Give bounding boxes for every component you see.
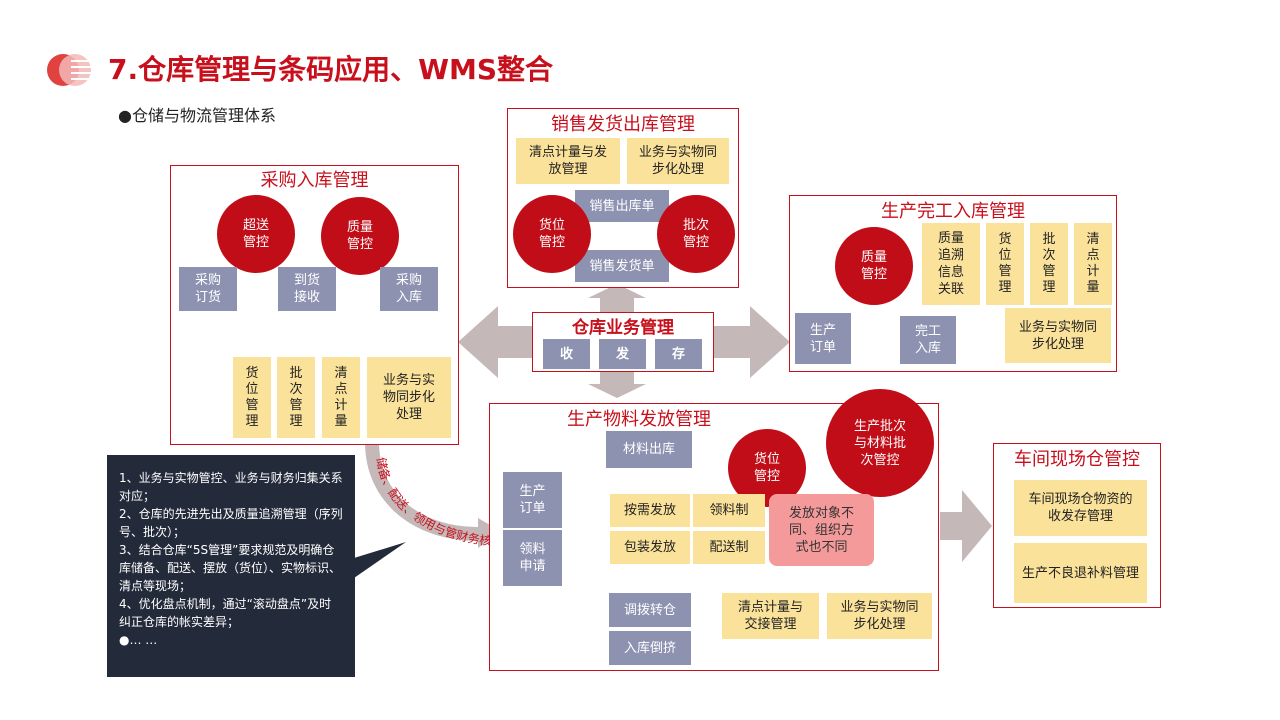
completion-inbound-box: 完工 入库 bbox=[900, 316, 956, 364]
workshop-item-2: 生产不良退补料管理 bbox=[1014, 543, 1147, 603]
inbound-backflush-box: 入库倒挤 bbox=[609, 631, 691, 665]
circle-quality-control: 质量 管控 bbox=[321, 197, 399, 275]
material-production-order-box: 生产 订单 bbox=[503, 472, 562, 528]
svg-text:储备、配送、领用与管财务核算等问题: 储备、配送、领用与管财务核算等问题 bbox=[363, 450, 504, 549]
production-in-location-label: 货位管理 bbox=[998, 232, 1012, 295]
production-order-box: 生产 订单 bbox=[795, 313, 851, 364]
page-title: 7.仓库管理与条码应用、WMS整合 bbox=[108, 53, 554, 86]
purchase-inbound-box: 采购 入库 bbox=[380, 267, 438, 311]
material-requisition-box: 领料 申请 bbox=[503, 530, 562, 586]
production-in-circle-quality: 质量 管控 bbox=[835, 227, 913, 305]
procurement-batch-box: 批次管理 bbox=[277, 357, 315, 438]
material-title: 生产物料发放管理 bbox=[567, 409, 711, 430]
center-store-box: 存 bbox=[655, 339, 702, 369]
sales-delivery-box: 销售发货单 bbox=[575, 250, 669, 282]
arrow-right-to-production-in bbox=[714, 306, 790, 378]
material-sync-box: 业务与实物同 步化处理 bbox=[827, 593, 932, 639]
sales-title: 销售发货出库管理 bbox=[551, 114, 695, 135]
warehouse-center-title: 仓库业务管理 bbox=[572, 318, 674, 338]
purchase-order-box: 采购 订货 bbox=[179, 267, 237, 311]
transfer-warehouse-box: 调拨转仓 bbox=[609, 593, 691, 627]
production-in-count-label: 清点计量 bbox=[1086, 232, 1100, 295]
package-issue-box: 包装发放 bbox=[610, 531, 690, 564]
procurement-batch-label: 批次管理 bbox=[289, 365, 303, 429]
production-in-sync-box: 业务与实物同 步化处理 bbox=[1005, 308, 1111, 363]
material-circle-batch: 生产批次 与材料批 次管控 bbox=[826, 389, 934, 497]
center-issue-box: 发 bbox=[599, 339, 646, 369]
sales-outbound-box: 销售出库单 bbox=[575, 190, 669, 222]
distribution-system-box: 配送制 bbox=[693, 531, 765, 564]
procurement-count-box: 清点计量 bbox=[322, 357, 360, 438]
arrow-up-to-sales bbox=[588, 284, 646, 312]
procurement-sync-box: 业务与实 物同步化 处理 bbox=[367, 357, 451, 438]
arrow-down-to-material bbox=[588, 372, 646, 398]
workshop-title: 车间现场仓管控 bbox=[1014, 449, 1140, 470]
quality-trace-box: 质量 追溯 信息 关联 bbox=[922, 223, 980, 305]
sales-circle-batch: 批次 管控 bbox=[657, 195, 735, 273]
notes-text: 1、业务与实物管控、业务与财务归集关系对应； 2、仓库的先进先出及质量追溯管理（… bbox=[119, 471, 343, 647]
center-receive-box: 收 bbox=[543, 339, 590, 369]
procurement-title: 采购入库管理 bbox=[260, 170, 369, 191]
sales-circle-location: 货位 管控 bbox=[513, 195, 591, 273]
notes-callout-pointer bbox=[354, 542, 406, 578]
on-demand-issue-box: 按需发放 bbox=[610, 494, 690, 527]
workshop-item-1: 车间现场仓物资的 收发存管理 bbox=[1014, 480, 1147, 536]
notes-callout: 1、业务与实物管控、业务与财务归集关系对应； 2、仓库的先进先出及质量追溯管理（… bbox=[107, 455, 355, 677]
production-in-batch-label: 批次管理 bbox=[1042, 232, 1056, 295]
production-in-title: 生产完工入库管理 bbox=[881, 201, 1025, 222]
production-in-batch-box: 批次管理 bbox=[1030, 223, 1068, 305]
picking-system-box: 领料制 bbox=[693, 494, 765, 527]
procurement-count-label: 清点计量 bbox=[334, 365, 348, 429]
goods-receipt-box: 到货 接收 bbox=[278, 267, 336, 311]
curve-label-text: 储备、配送、领用与管财务核算等问题 bbox=[357, 439, 504, 549]
issue-method-note: 发放对象不 同、组织方 式也不同 bbox=[769, 494, 874, 566]
circle-overship-control: 超送 管控 bbox=[217, 195, 295, 273]
sales-count-box: 清点计量与发 放管理 bbox=[516, 138, 620, 184]
page-subtitle: ●仓储与物流管理体系 bbox=[118, 106, 276, 125]
logo-icon bbox=[45, 52, 93, 88]
sales-sync-box: 业务与实物同 步化处理 bbox=[627, 138, 729, 184]
curve-label: 储备、配送、领用与管财务核算等问题 bbox=[357, 439, 513, 560]
production-in-count-box: 清点计量 bbox=[1074, 223, 1112, 305]
procurement-location-box: 货位管理 bbox=[233, 357, 271, 438]
production-in-location-box: 货位管理 bbox=[986, 223, 1024, 305]
arrow-left-to-procurement bbox=[458, 306, 532, 378]
material-out-box: 材料出库 bbox=[606, 431, 692, 468]
material-count-box: 清点计量与 交接管理 bbox=[722, 593, 819, 639]
procurement-location-label: 货位管理 bbox=[245, 365, 259, 429]
